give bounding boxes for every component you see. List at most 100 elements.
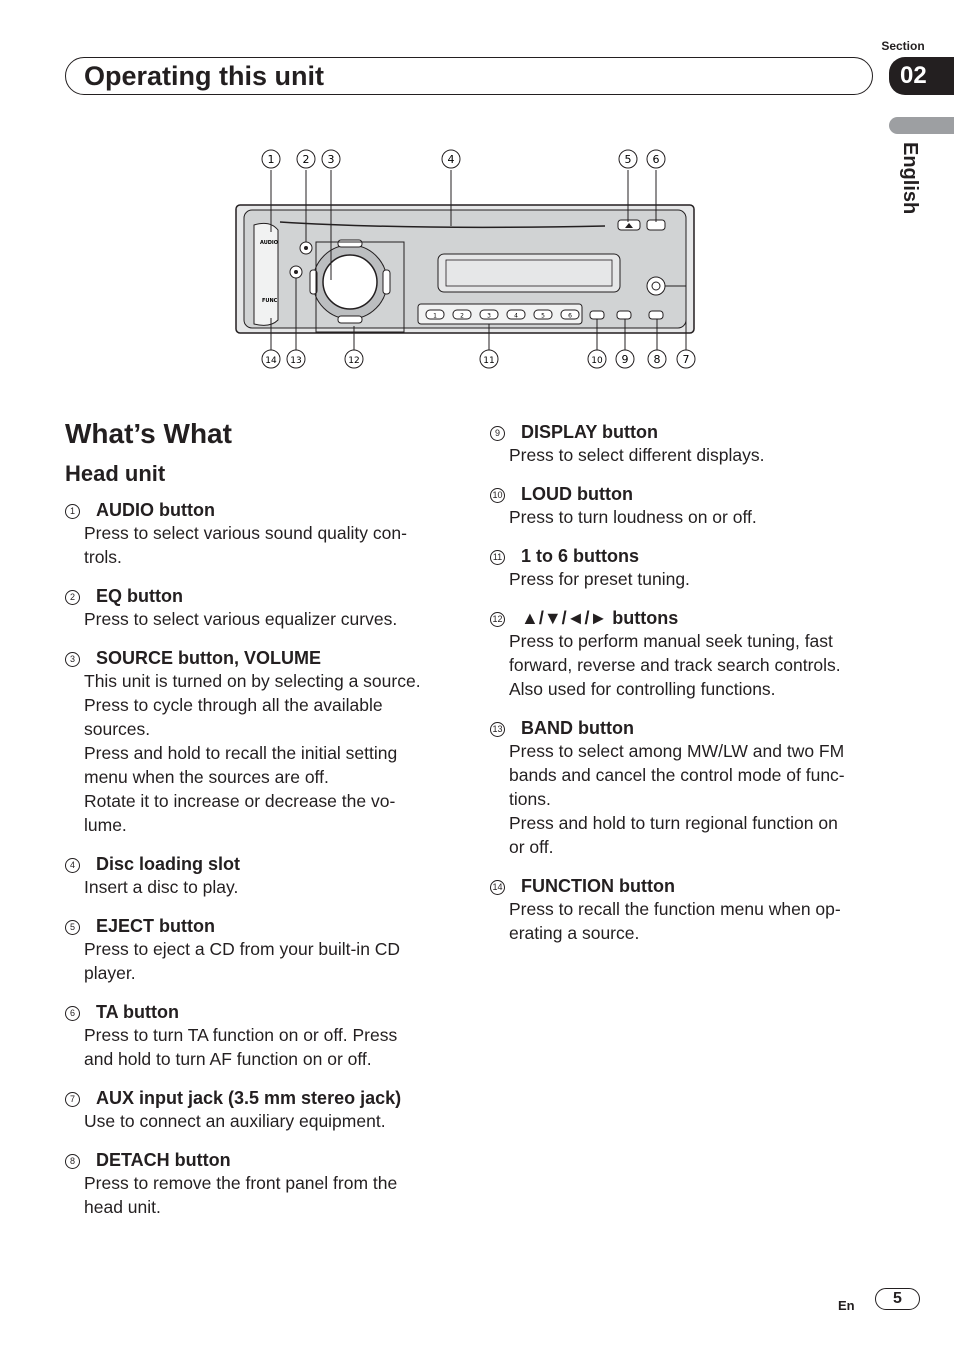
- item-description: Press to remove the front panel from the…: [84, 1173, 398, 1217]
- section-heading: What’s What: [65, 418, 232, 449]
- page-number: 5: [875, 1288, 920, 1310]
- item-title: Disc loading slot: [96, 854, 241, 874]
- item-title: FUNCTION button: [521, 876, 675, 896]
- item-marker: 3: [65, 651, 80, 667]
- loud-button-shape: [589, 310, 605, 320]
- callout-circle-8: [647, 349, 667, 369]
- item-description: Press to recall the function menu when o…: [509, 899, 841, 943]
- item-description: Insert a disc to play.: [84, 877, 239, 897]
- item-description: Press to select among MW/LW and two FM b…: [509, 741, 845, 857]
- item-title: AUDIO button: [96, 500, 215, 520]
- item-marker: 5: [65, 919, 80, 935]
- item-marker: 12: [490, 611, 505, 627]
- item-title: DETACH button: [96, 1150, 231, 1170]
- item-description: Press to select various sound quality co…: [84, 523, 407, 567]
- item-description: Press to turn loudness on or off.: [509, 507, 757, 527]
- item-title: 1 to 6 buttons: [521, 546, 639, 566]
- callout-number-10: 10: [591, 356, 603, 366]
- volume-knob: [322, 254, 378, 310]
- func-label: FUNC: [262, 298, 278, 304]
- item-description: Use to connect an auxiliary equipment.: [84, 1111, 386, 1131]
- item-marker: 9: [490, 425, 505, 441]
- disc-slot: [279, 221, 606, 229]
- header-bar: [65, 57, 873, 95]
- preset-button-6: [560, 309, 580, 320]
- callout-circle-1: [261, 149, 281, 169]
- preset-label-4: 4: [514, 313, 518, 320]
- language-tab: [889, 117, 954, 134]
- audio-label: AUDIO: [260, 240, 278, 246]
- item-title: LOUD button: [521, 484, 633, 504]
- subsection-heading: Head unit: [65, 461, 166, 486]
- preset-label-5: 5: [541, 313, 545, 320]
- item-description: Press to perform manual seek tuning, fas…: [509, 631, 841, 699]
- callout-circle-12: [344, 349, 364, 369]
- arrow-buttons-box: [315, 241, 405, 333]
- item-description: Press for preset tuning.: [509, 569, 690, 589]
- item-title: BAND button: [521, 718, 634, 738]
- item-title: EQ button: [96, 586, 183, 606]
- callout-number-6: 6: [653, 153, 660, 166]
- item-marker: 6: [65, 1005, 80, 1021]
- preset-button-5: [533, 309, 553, 320]
- item-marker: 10: [490, 487, 505, 503]
- preset-button-1: [425, 309, 445, 320]
- callout-circle-4: [441, 149, 461, 169]
- callout-number-13: 13: [290, 356, 301, 366]
- preset-label-3: 3: [487, 313, 491, 320]
- detach-button-shape: [648, 310, 664, 320]
- callout-circle-5: [618, 149, 638, 169]
- section-number-badge: 02: [889, 57, 954, 95]
- preset-button-3: [479, 309, 499, 320]
- item-marker: 8: [65, 1153, 80, 1169]
- item-marker: 4: [65, 857, 80, 873]
- display-window: [437, 253, 621, 293]
- callout-circle-9: [615, 349, 635, 369]
- preset-label-1: 1: [433, 313, 437, 320]
- item-marker: 14: [490, 879, 505, 895]
- item-title: SOURCE button, VOLUME: [96, 648, 321, 668]
- callout-number-3: 3: [328, 153, 335, 166]
- display-button-shape: [616, 310, 632, 320]
- item-description: Press to turn TA function on or off. Pre…: [84, 1025, 398, 1069]
- callout-circle-10: [587, 349, 607, 369]
- callout-number-5: 5: [625, 153, 632, 166]
- callout-circle-7: [676, 349, 696, 369]
- callout-number-12: 12: [348, 356, 359, 366]
- item-title: AUX input jack (3.5 mm stereo jack): [96, 1088, 402, 1108]
- preset-label-2: 2: [460, 313, 464, 320]
- callout-circle-2: [296, 149, 316, 169]
- language-label: English: [899, 142, 921, 215]
- callout-number-14: 14: [265, 356, 277, 366]
- item-title: EJECT button: [96, 916, 215, 936]
- footer-language: En: [838, 1298, 855, 1313]
- preset-button-2: [452, 309, 472, 320]
- item-marker: 13: [490, 721, 505, 737]
- preset-button-4: [506, 309, 526, 320]
- item-description: Press to eject a CD from your built-in C…: [84, 939, 401, 983]
- callout-number-4: 4: [448, 153, 455, 166]
- callout-circle-13: [286, 349, 306, 369]
- callout-circle-6: [646, 149, 666, 169]
- callout-number-9: 9: [622, 353, 629, 366]
- callout-circle-3: [321, 149, 341, 169]
- item-title: ▲/▼/◄/► buttons: [521, 608, 679, 628]
- callout-circle-11: [479, 349, 499, 369]
- leader-lines: [270, 170, 687, 350]
